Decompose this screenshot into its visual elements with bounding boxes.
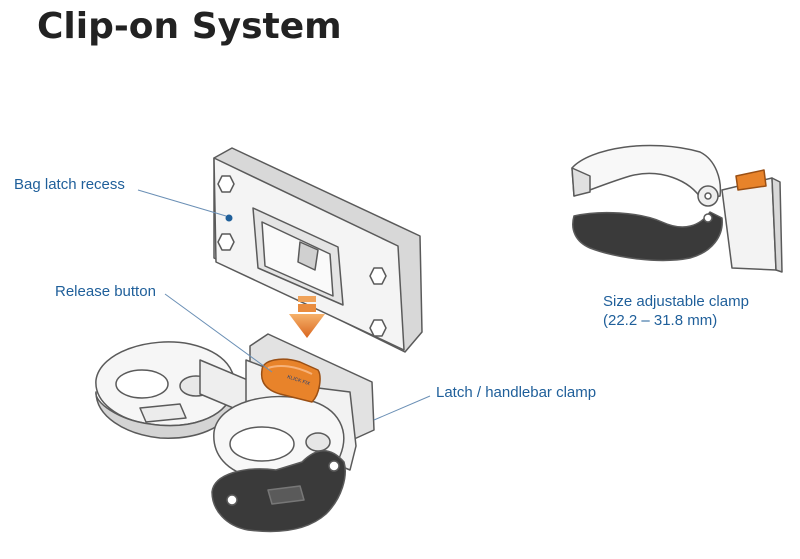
label-latch-clamp: Latch / handlebar clamp xyxy=(436,384,597,401)
latch-handlebar-clamp xyxy=(95,333,375,533)
label-size-range: (22.2 – 31.8 mm) xyxy=(603,312,718,329)
plate-bolt xyxy=(217,175,387,337)
bag-latch-plate xyxy=(213,147,423,353)
marker-dot xyxy=(225,214,233,222)
leader-line-latch-clamp xyxy=(373,395,431,421)
leader-line-bag-latch xyxy=(137,189,227,217)
label-size-clamp: Size adjustable clamp xyxy=(603,293,749,310)
down-arrow-icon xyxy=(289,296,325,338)
size-adjustable-clamp xyxy=(571,144,783,273)
leader-lines xyxy=(137,189,431,421)
page-title: Clip-on System xyxy=(37,6,342,47)
leader-line-release-button xyxy=(164,293,273,373)
label-bag-latch-recess: Bag latch recess xyxy=(14,176,125,193)
label-release-button: Release button xyxy=(55,283,156,300)
